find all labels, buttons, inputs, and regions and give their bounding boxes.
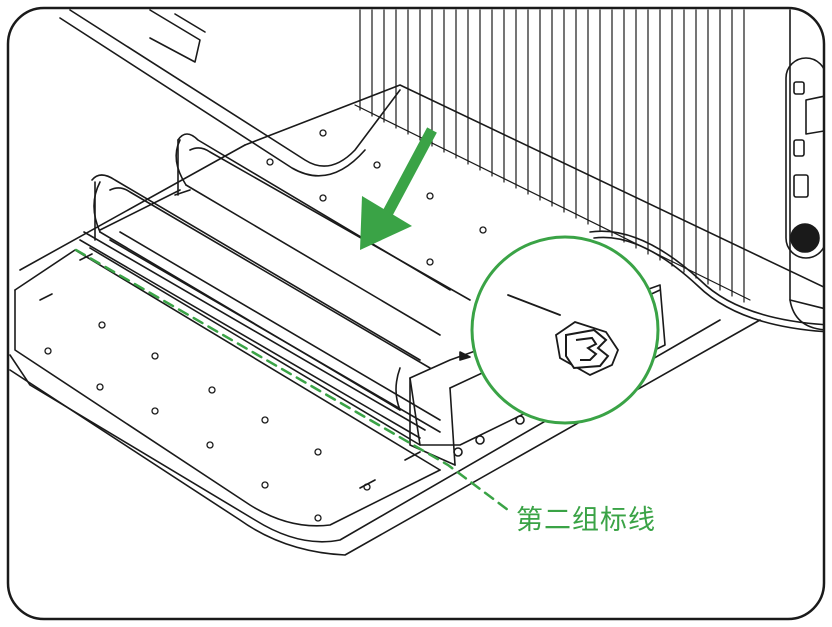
b-marker-icon: [565, 328, 610, 370]
base-plate: [9, 84, 824, 556]
alignment-line-label: 第二组标线: [516, 505, 656, 536]
lid-panel: [59, 9, 401, 177]
cable: [589, 230, 824, 333]
roller-back: [174, 133, 471, 336]
down-left-arrow-icon: [360, 127, 437, 250]
alignment-line: [74, 248, 510, 512]
side-unit: [785, 9, 824, 331]
diagram-frame: [6, 6, 826, 621]
triangle-marker: [459, 351, 471, 361]
fin-housing: [354, 9, 751, 303]
roller-frame: [79, 189, 441, 446]
detail-magnifier: [470, 235, 660, 425]
